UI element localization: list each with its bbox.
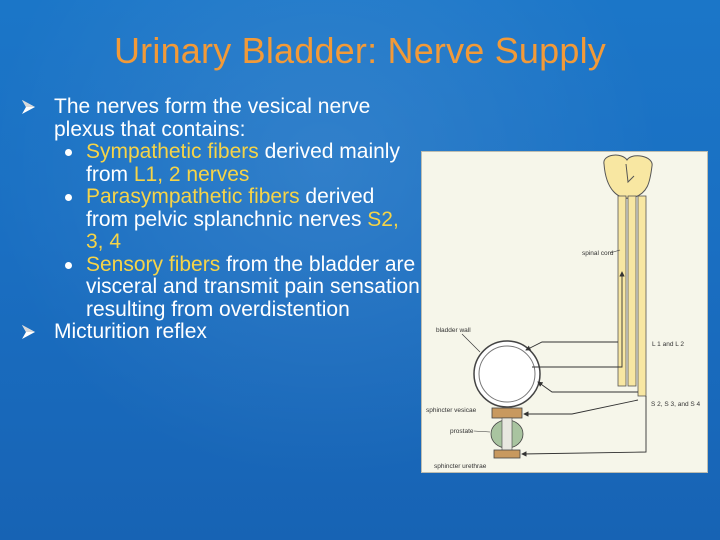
nerve-path-sphincter	[523, 399, 639, 417]
label-prostate: prostate	[450, 428, 474, 435]
diagram-svg: spinal cord bladder wall L 1 and L 2 sph…	[426, 154, 701, 470]
label-sphincter-vesicae: sphincter vesicae	[426, 407, 477, 414]
label-sphincter-urethrae: sphincter urethrae	[434, 463, 487, 470]
highlight-term: Sensory fibers	[86, 252, 221, 276]
highlight-term: Sympathetic fibers	[86, 140, 259, 163]
leader-prostate	[473, 430, 491, 433]
label-l1-l2: L 1 and L 2	[652, 341, 684, 348]
bullet-text: Micturition reflex	[54, 320, 207, 343]
dot-bullet-icon	[65, 194, 72, 201]
sphincter-urethrae	[493, 449, 521, 459]
leader-bladder-wall	[461, 333, 481, 353]
bullet-item-main-2: Micturition reflex	[20, 320, 420, 344]
label-s2-s3-s4: S 2, S 3, and S 4	[651, 401, 701, 408]
nerve-path-urethrae	[521, 396, 647, 457]
bullet-item-sub-3: Sensory fibers from the bladder are visc…	[20, 252, 420, 322]
bullet-text: from the bladder are visceral and transm…	[86, 252, 420, 321]
arrow-bullet-icon	[22, 325, 35, 339]
leader-spinal-cord	[609, 249, 621, 254]
bladder-outer	[473, 340, 541, 408]
nerve-path-sensory	[532, 271, 625, 368]
bullet-text: derived mainly from	[86, 140, 400, 186]
nerve-path-sympathetic	[525, 341, 618, 351]
bullet-item-sub-1: Sympathetic fibers derived mainly from L…	[20, 140, 420, 186]
urethra	[501, 417, 513, 453]
nerve-supply-diagram: spinal cord bladder wall L 1 and L 2 sph…	[421, 151, 708, 473]
cord-column-right	[637, 195, 647, 397]
nerve-path-parasympathetic	[537, 381, 638, 393]
highlight-term: L1, 2 nerves	[133, 162, 250, 186]
highlight-term: S2, 3, 4	[86, 207, 399, 253]
arrow-bullet-icon	[22, 100, 35, 114]
bladder-inner	[478, 345, 536, 403]
spinal-cord-notch	[625, 163, 635, 184]
label-spinal-cord: spinal cord	[582, 250, 614, 257]
label-bladder-wall: bladder wall	[436, 327, 471, 334]
dot-bullet-icon	[65, 261, 72, 269]
bullet-list: The nerves form the vesical nerve plexus…	[20, 95, 420, 344]
highlight-term: Parasympathetic fibers	[86, 185, 300, 208]
bullet-text: derived from pelvic splanchnic nerves	[86, 185, 375, 231]
bullet-text: The nerves form the vesical nerve plexus…	[54, 95, 371, 141]
cord-column-middle	[627, 195, 637, 387]
dot-bullet-icon	[65, 149, 72, 156]
spinal-cord-segment	[603, 154, 653, 199]
sphincter-vesicae	[491, 407, 523, 419]
slide-title: Urinary Bladder: Nerve Supply	[113, 30, 606, 71]
bullet-item-sub-2: Parasympathetic fibers derived from pelv…	[20, 185, 420, 254]
bullet-item-main-1: The nerves form the vesical nerve plexus…	[20, 95, 420, 141]
